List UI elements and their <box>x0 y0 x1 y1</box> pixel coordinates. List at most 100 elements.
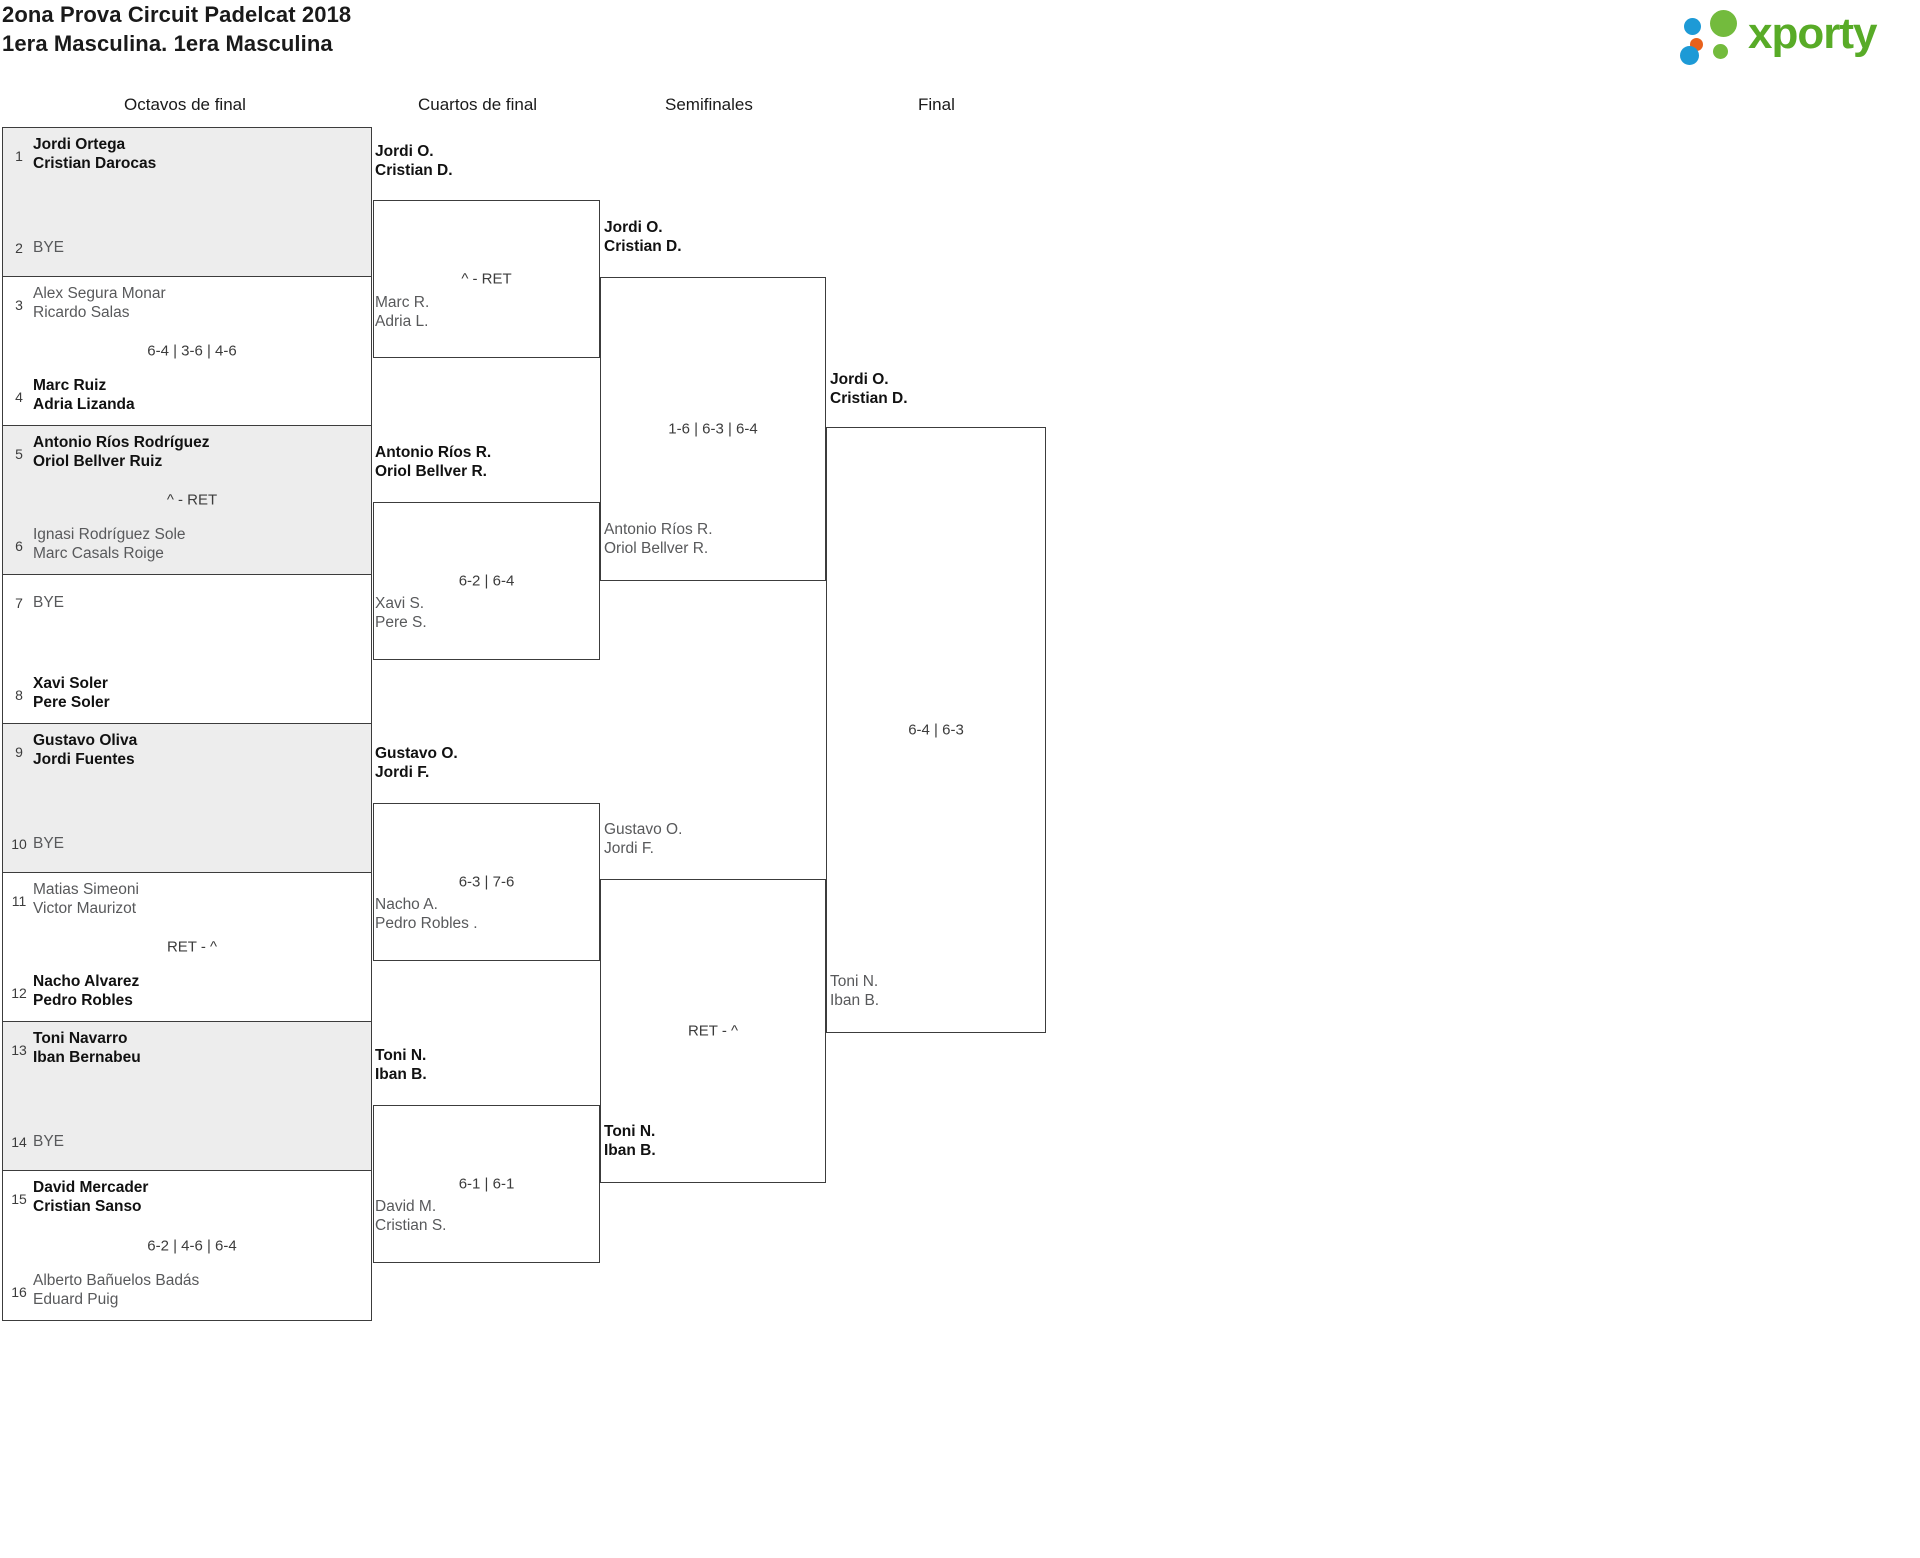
logo-wordmark: xporty <box>1748 9 1877 58</box>
tournament-category: 1era Masculina. 1era Masculina <box>2 31 333 56</box>
qf-match-box[interactable]: 6-2 | 6-4 <box>373 502 600 660</box>
qf-loser-label[interactable]: Xavi S. Pere S. <box>375 594 427 632</box>
seed-number: 3 <box>15 297 23 313</box>
player-name: Ricardo Salas <box>33 304 130 321</box>
r16-seat-top[interactable]: 11 Matias Simeoni Victor Maurizot <box>3 880 371 922</box>
player-name: Xavi S. <box>375 595 425 612</box>
player-name: Antonio Ríos R. <box>604 521 713 538</box>
qf-winner-label[interactable]: Gustavo O. Jordi F. <box>375 744 458 782</box>
r16-seat-bottom[interactable]: 14 BYE <box>3 1121 371 1163</box>
player-name: Antonio Ríos R. <box>375 444 492 461</box>
team-names: Toni Navarro Iban Bernabeu <box>33 1029 365 1067</box>
qf-match-box[interactable]: 6-1 | 6-1 <box>373 1105 600 1263</box>
seed-number: 7 <box>15 595 23 611</box>
r16-seat-bottom[interactable]: 6 Ignasi Rodríguez Sole Marc Casals Roig… <box>3 525 371 567</box>
player-name: Jordi O. <box>375 143 434 160</box>
round-header-octavos: Octavos de final <box>124 95 246 114</box>
player-name: Eduard Puig <box>33 1291 119 1308</box>
team-names: BYE <box>33 823 365 865</box>
r16-seat-top[interactable]: 9 Gustavo Oliva Jordi Fuentes <box>3 731 371 773</box>
player-name: Jordi F. <box>604 840 654 857</box>
r16-seat-bottom[interactable]: 12 Nacho Alvarez Pedro Robles <box>3 972 371 1014</box>
sf-loser-label[interactable]: Antonio Ríos R. Oriol Bellver R. <box>604 520 713 558</box>
seed-number: 12 <box>11 985 27 1001</box>
sf-winner-label[interactable]: Jordi O. Cristian D. <box>604 218 682 256</box>
r16-seat-bottom[interactable]: 2 BYE <box>3 227 371 269</box>
sf-match-box[interactable]: 1-6 | 6-3 | 6-4 <box>600 277 826 581</box>
r16-match[interactable]: 11 Matias Simeoni Victor Maurizot RET - … <box>3 873 371 1022</box>
team-names: Matias Simeoni Victor Maurizot <box>33 880 365 918</box>
player-name: Jordi O. <box>830 371 889 388</box>
r16-seat-top[interactable]: 7 BYE <box>3 582 371 624</box>
qf-winner-label[interactable]: Jordi O. Cristian D. <box>375 142 453 180</box>
team-names: David Mercader Cristian Sanso <box>33 1178 365 1216</box>
player-name: Jordi Ortega <box>33 136 126 153</box>
r16-match[interactable]: 15 David Mercader Cristian Sanso 6-2 | 4… <box>3 1171 371 1320</box>
r16-match[interactable]: 13 Toni Navarro Iban Bernabeu 14 BYE <box>3 1022 371 1171</box>
player-name: Alberto Bañuelos Badás <box>33 1272 200 1289</box>
seed-number: 4 <box>15 389 23 405</box>
qf-match-box[interactable]: 6-3 | 7-6 <box>373 803 600 961</box>
team-names: Alberto Bañuelos Badás Eduard Puig <box>33 1271 365 1309</box>
player-name: Gustavo O. <box>604 821 683 838</box>
player-name: Nacho A. <box>375 896 438 913</box>
r16-match[interactable]: 7 BYE 8 Xavi Soler Pere Soler <box>3 575 371 724</box>
team-names: BYE <box>33 582 365 624</box>
player-name: Iban B. <box>604 1142 656 1159</box>
qf-loser-label[interactable]: David M. Cristian S. <box>375 1197 447 1235</box>
seed-number: 1 <box>15 148 23 164</box>
round-of-16-column: 1 Jordi Ortega Cristian Darocas 2 BYE 3 … <box>2 127 372 1321</box>
sf-match-box[interactable]: RET - ^ <box>600 879 826 1183</box>
player-name: Marc Ruiz <box>33 377 107 394</box>
seed-number: 8 <box>15 687 23 703</box>
qf-match-box[interactable]: ^ - RET <box>373 200 600 358</box>
player-name: David M. <box>375 1198 437 1215</box>
sf-loser-label[interactable]: Toni N. Iban B. <box>604 1122 656 1160</box>
r16-match[interactable]: 3 Alex Segura Monar Ricardo Salas 6-4 | … <box>3 277 371 426</box>
seed-number: 5 <box>15 446 23 462</box>
r16-seat-bottom[interactable]: 8 Xavi Soler Pere Soler <box>3 674 371 716</box>
round-header-cuartos: Cuartos de final <box>418 95 538 114</box>
sf-winner-label[interactable]: Gustavo O. Jordi F. <box>604 820 682 858</box>
player-name: Cristian S. <box>375 1217 447 1234</box>
qf-winner-label[interactable]: Toni N. Iban B. <box>375 1046 427 1084</box>
r16-seat-top[interactable]: 3 Alex Segura Monar Ricardo Salas <box>3 284 371 326</box>
team-names: Marc Ruiz Adria Lizanda <box>33 376 365 414</box>
player-name: Oriol Bellver R. <box>604 540 709 557</box>
qf-winner-label[interactable]: Antonio Ríos R. Oriol Bellver R. <box>375 443 491 481</box>
qf-loser-label[interactable]: Marc R. Adria L. <box>375 293 429 331</box>
qf-loser-label[interactable]: Nacho A. Pedro Robles . <box>375 895 478 933</box>
r16-seat-top[interactable]: 1 Jordi Ortega Cristian Darocas <box>3 135 371 177</box>
player-name: Cristian Darocas <box>33 155 157 172</box>
r16-seat-bottom[interactable]: 16 Alberto Bañuelos Badás Eduard Puig <box>3 1271 371 1313</box>
player-name: Pedro Robles <box>33 992 133 1009</box>
r16-match[interactable]: 9 Gustavo Oliva Jordi Fuentes 10 BYE <box>3 724 371 873</box>
player-name: Pedro Robles . <box>375 915 478 932</box>
seed-number: 9 <box>15 744 23 760</box>
player-name: Pere Soler <box>33 694 110 711</box>
seed-number: 2 <box>15 240 23 256</box>
match-score: RET - ^ <box>687 1022 739 1040</box>
player-name: Jordi Fuentes <box>33 751 135 768</box>
r16-match[interactable]: 1 Jordi Ortega Cristian Darocas 2 BYE <box>3 128 371 277</box>
r16-seat-bottom[interactable]: 4 Marc Ruiz Adria Lizanda <box>3 376 371 418</box>
match-score: 1-6 | 6-3 | 6-4 <box>668 420 758 438</box>
player-name: Toni Navarro <box>33 1030 128 1047</box>
final-winner-label[interactable]: Jordi O. Cristian D. <box>830 370 908 408</box>
xporty-logo: xporty <box>1672 6 1912 65</box>
match-score: RET - ^ <box>166 938 218 956</box>
r16-seat-top[interactable]: 13 Toni Navarro Iban Bernabeu <box>3 1029 371 1071</box>
r16-seat-bottom[interactable]: 10 BYE <box>3 823 371 865</box>
player-name: Adria L. <box>375 313 429 330</box>
team-names: Antonio Ríos Rodríguez Oriol Bellver Rui… <box>33 433 365 471</box>
seed-number: 6 <box>15 538 23 554</box>
player-name: Marc Casals Roige <box>33 545 164 562</box>
final-match-box[interactable]: 6-4 | 6-3 <box>826 427 1046 1033</box>
r16-match[interactable]: 5 Antonio Ríos Rodríguez Oriol Bellver R… <box>3 426 371 575</box>
r16-seat-top[interactable]: 15 David Mercader Cristian Sanso <box>3 1178 371 1220</box>
match-score: 6-4 | 6-3 <box>908 721 964 739</box>
player-name: Iban Bernabeu <box>33 1049 141 1066</box>
player-name: Cristian D. <box>830 390 908 407</box>
r16-seat-top[interactable]: 5 Antonio Ríos Rodríguez Oriol Bellver R… <box>3 433 371 475</box>
final-loser-label[interactable]: Toni N. Iban B. <box>830 972 879 1010</box>
